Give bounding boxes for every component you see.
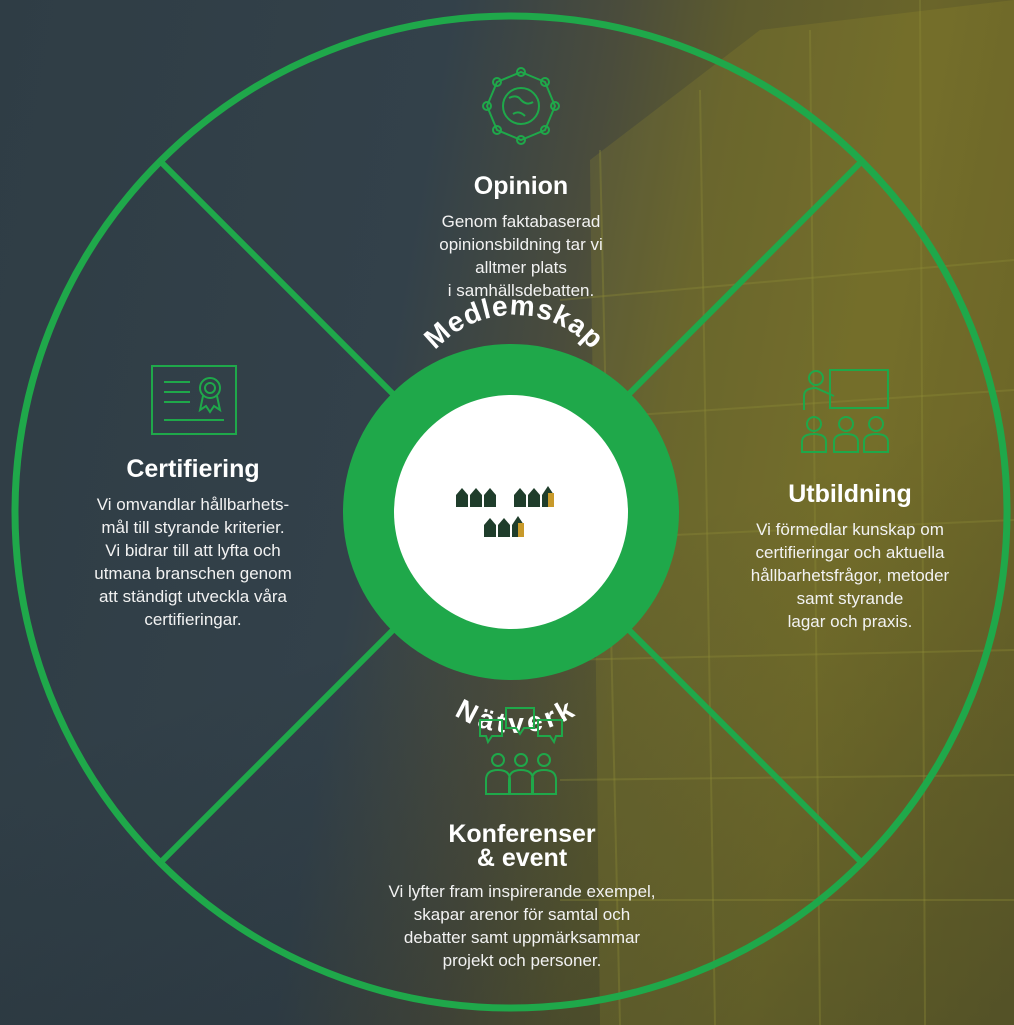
opinion-title: Opinion	[473, 172, 569, 200]
globe-network-icon	[482, 67, 560, 145]
center-disc	[394, 395, 628, 629]
segment-opinion: Opinion Genom faktabaserad opinionsbildn…	[382, 172, 660, 302]
konferenser-title: Konferenser & event	[448, 820, 596, 872]
conference-people-icon	[479, 707, 563, 795]
classroom-presentation-icon	[801, 369, 889, 453]
segment-certifiering: Certifiering Vi omvandlar hållbarhets- m…	[40, 455, 346, 631]
divider-lines	[157, 158, 865, 866]
segment-utbildning: Utbildning Vi förmedlar kunskap om certi…	[692, 480, 1008, 633]
houses-logo-icon	[456, 486, 554, 537]
divider-bottom-right	[626, 627, 865, 866]
certificate-icon	[151, 365, 237, 435]
segment-konferenser: Konferenser & event Vi lyfter fram inspi…	[330, 822, 714, 972]
utbildning-title: Utbildning	[788, 480, 912, 508]
utbildning-description: Vi förmedlar kunskap om certifieringar o…	[750, 520, 950, 631]
divider-top-left	[157, 158, 396, 397]
divider-top-right	[626, 158, 865, 397]
konferenser-description: Vi lyfter fram inspirerande exempel, ska…	[388, 882, 656, 970]
divider-bottom-left	[157, 627, 396, 866]
outer-ring	[11, 12, 1011, 1012]
opinion-description: Genom faktabaserad opinionsbildning tar …	[439, 212, 603, 300]
certifiering-title: Certifiering	[126, 455, 260, 483]
certifiering-description: Vi omvandlar hållbarhets- mål till styra…	[94, 495, 292, 629]
